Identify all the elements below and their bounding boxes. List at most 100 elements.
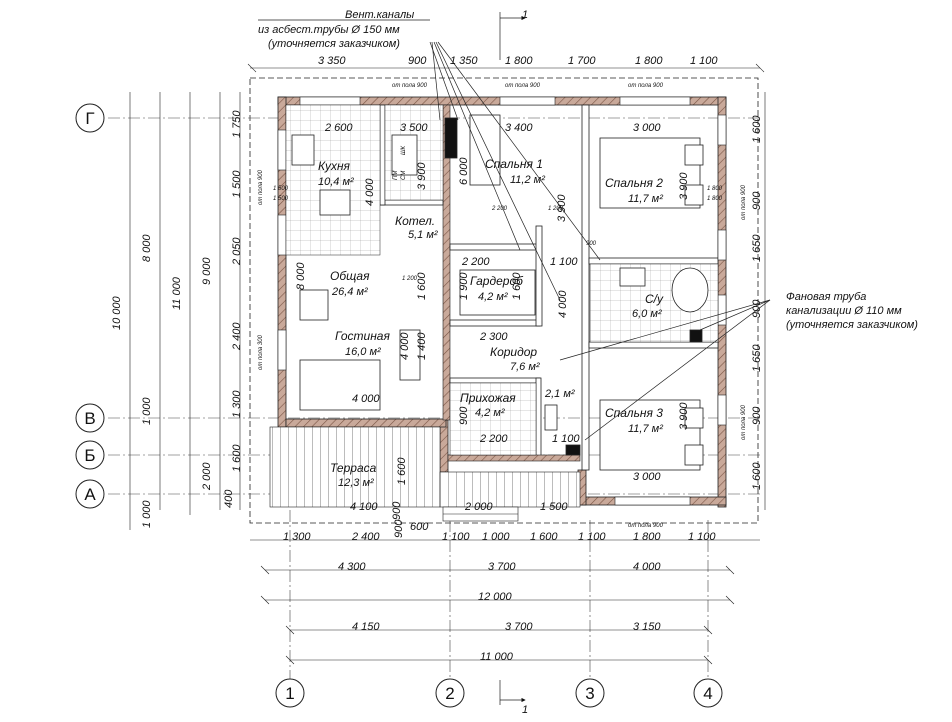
room-area: 11,7 м² <box>628 193 663 205</box>
right-dimensions: 1 600 900 1 650 900 1 650 900 1 600 <box>751 115 763 490</box>
label-sm: СМ <box>401 171 407 180</box>
dim-label: 1 350 <box>450 55 478 67</box>
top-dimensions: 3 350 900 1 350 1 800 1 700 1 800 1 100 <box>318 55 718 67</box>
dim-label: 1 100 <box>690 55 718 67</box>
dim-label: 1 500 <box>273 186 289 192</box>
dim-label: 1 000 <box>141 397 153 425</box>
dim-label: 1 500 <box>231 170 243 198</box>
dim-label: 1 700 <box>568 55 596 67</box>
dim-label: 600 <box>410 521 429 533</box>
label-pm: ПМ <box>393 171 399 180</box>
dim-label: 1 400 <box>416 332 428 360</box>
dim-label: 900 <box>391 501 403 520</box>
axis-bubble-row: Б <box>75 440 105 470</box>
dim-label: 1 300 <box>283 531 311 543</box>
dim-label: 3 900 <box>556 194 568 222</box>
dim-label: 1 600 <box>511 272 523 300</box>
dim-label: 1 100 <box>578 531 606 543</box>
axis-label: 4 <box>703 684 712 703</box>
room-name: Гардероб <box>470 274 524 288</box>
dim-label: 3 150 <box>633 621 661 633</box>
dim-label: 2 400 <box>231 322 243 351</box>
axis-label: Г <box>85 109 94 128</box>
room-name: Терраса <box>330 461 377 475</box>
dim-label: 2 600 <box>324 122 353 134</box>
pipe-label-3: (уточняется заказчиком) <box>786 319 918 331</box>
axis-bubble-row: А <box>75 479 105 509</box>
dim-label: 2 300 <box>479 331 508 343</box>
floor-note-6: от пола 900 <box>741 404 747 440</box>
pipe-label-1: Фановая труба <box>786 291 866 303</box>
vent-label-1: Вент.каналы <box>345 9 414 21</box>
vent-label-3: (уточняется заказчиком) <box>268 38 400 50</box>
axis-bubble-col: 1 <box>275 678 305 708</box>
dimension-lines <box>129 63 766 665</box>
dim-label: 11 000 <box>480 651 514 663</box>
dim-label: 2 200 <box>461 256 490 268</box>
section-mark-top: 1 <box>522 9 528 21</box>
axis-bubble-col: 3 <box>575 678 605 708</box>
dim-label: 3 500 <box>400 122 428 134</box>
dim-label: 900 <box>751 406 763 425</box>
floor-note-8: от пола 300 <box>258 334 264 370</box>
room-name: С/у <box>645 292 664 306</box>
axis-label: 3 <box>585 684 594 703</box>
furniture <box>291 114 709 471</box>
dim-label: 900 <box>408 55 427 67</box>
dim-label: 1 300 <box>231 390 243 418</box>
axis-bubble-row: Г <box>75 103 105 133</box>
dim-label: 3 000 <box>633 122 661 134</box>
room-area: 12,3 м² <box>338 477 374 489</box>
dim-label: 1 000 <box>482 531 510 543</box>
dim-label: 400 <box>223 489 235 508</box>
dim-label: 1 200 <box>548 206 564 212</box>
left-dimensions: 1 750 1 500 2 050 2 400 1 300 1 600 400 … <box>111 110 243 528</box>
interior-dimensions: 2 600 3 500 3 400 3 000 4 000 3 900 6 00… <box>273 122 723 520</box>
dim-label: 1 800 <box>707 186 723 192</box>
dim-label: 3 700 <box>505 621 533 633</box>
dim-label: 3 700 <box>488 561 516 573</box>
dim-label: 3 400 <box>505 122 533 134</box>
dim-label: 1 650 <box>751 234 763 262</box>
room-labels: Кухня 10,4 м² Котел. 5,1 м² Спальня 1 11… <box>318 157 664 489</box>
dim-label: 900 <box>751 191 763 210</box>
room-area: 2,1 м² <box>544 388 575 400</box>
room-name: Прихожая <box>460 391 516 405</box>
room-area: 5,1 м² <box>408 229 438 241</box>
room-name: Гостиная <box>335 329 390 343</box>
dim-label: 1 500 <box>273 196 289 202</box>
dim-label: 3 900 <box>678 402 690 430</box>
dim-label: 9 000 <box>201 257 213 285</box>
dim-label: 3 350 <box>318 55 346 67</box>
dim-label: 1 600 <box>530 531 558 543</box>
label-shk: ШК <box>401 145 407 155</box>
room-name: Спальня 2 <box>605 176 663 190</box>
dim-label: 1 100 <box>552 433 580 445</box>
floor-note-3: от пола 900 <box>628 83 664 89</box>
bottom-dimensions: 1 300 2 400 900 600 1 100 1 000 1 600 1 … <box>283 519 716 663</box>
annotations: Вент.каналы из асбест.трубы Ø 150 мм (ут… <box>258 9 918 716</box>
dim-label: 1 200 <box>402 276 418 282</box>
dim-label: 3 900 <box>416 162 428 190</box>
room-area: 4,2 м² <box>478 291 508 303</box>
pipe-label-2: канализации Ø 110 мм <box>786 305 902 317</box>
dim-label: 900 <box>751 299 763 318</box>
vent-label-2: из асбест.трубы Ø 150 мм <box>258 24 400 36</box>
floor-note-1: от пола 900 <box>392 83 428 89</box>
dim-label: 1 600 <box>396 457 408 485</box>
room-area: 11,7 м² <box>628 423 663 435</box>
room-area: 7,6 м² <box>510 361 540 373</box>
dim-label: 1 600 <box>416 272 428 300</box>
dim-label: 4 000 <box>352 393 380 405</box>
dim-label: 2 200 <box>479 433 508 445</box>
room-name: Спальня 3 <box>605 406 663 420</box>
room-area: 6,0 м² <box>632 308 662 320</box>
dim-label: 1 900 <box>458 272 470 300</box>
dim-label: 3 000 <box>633 471 661 483</box>
dim-label: 900 <box>393 519 405 538</box>
dim-label: 8 000 <box>295 262 307 290</box>
leader-lines <box>258 12 771 705</box>
room-area: 16,0 м² <box>345 346 381 358</box>
axis-label: 2 <box>445 684 454 703</box>
dim-label: 4 000 <box>633 561 661 573</box>
